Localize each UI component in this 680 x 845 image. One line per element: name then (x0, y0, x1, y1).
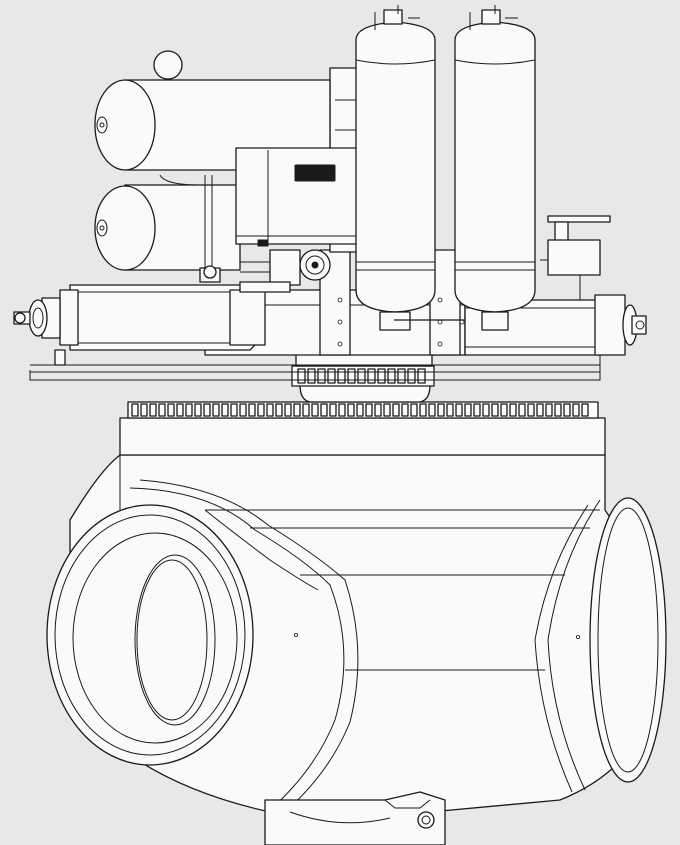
bolt-tooth (320, 403, 328, 417)
bolt-tooth (563, 403, 571, 417)
bolt-tooth (257, 403, 265, 417)
bolt-tooth (194, 403, 202, 417)
bolt-tooth (446, 403, 454, 417)
bolt-tooth (392, 403, 400, 417)
bolt-tooth (518, 403, 526, 417)
stem-adapter (291, 351, 435, 403)
left-actuator-cylinder (13, 284, 600, 373)
bolt-tooth (239, 403, 247, 417)
bolt-tooth (417, 368, 426, 384)
bolt-tooth (149, 403, 157, 417)
bolt-tooth (410, 403, 418, 417)
bolt-tooth (167, 403, 175, 417)
nitrogen-bottle-left (355, 5, 465, 331)
bolt-tooth (491, 403, 499, 417)
bolt-tooth (357, 368, 366, 384)
bolt-ring-bolts (131, 403, 589, 417)
right-actuator-cylinder (29, 294, 647, 381)
bolt-tooth (527, 403, 535, 417)
bolt-tooth (397, 368, 406, 384)
bolt-tooth (221, 403, 229, 417)
hydraulic-pump (239, 249, 331, 293)
bolt-tooth (401, 403, 409, 417)
bolt-tooth (297, 368, 306, 384)
bolt-tooth (356, 403, 364, 417)
bolt-tooth (428, 403, 436, 417)
bolt-tooth (327, 368, 336, 384)
bolt-tooth (302, 403, 310, 417)
bolt-tooth (185, 403, 193, 417)
left-end-flange (46, 504, 254, 766)
bolt-tooth (581, 403, 589, 417)
bolt-tooth (230, 403, 238, 417)
piping (159, 174, 230, 283)
bolt-tooth (482, 403, 490, 417)
accumulator-tank-lower (94, 184, 241, 271)
top-flange (119, 401, 606, 456)
bolt-tooth (317, 368, 326, 384)
bolt-tooth (365, 403, 373, 417)
bolt-tooth (473, 403, 481, 417)
bolt-tooth (419, 403, 427, 417)
bolt-tooth (266, 403, 274, 417)
bolt-tooth (545, 403, 553, 417)
bolt-tooth (347, 403, 355, 417)
bolt-tooth (212, 403, 220, 417)
bolt-tooth (377, 368, 386, 384)
bolt-tooth (338, 403, 346, 417)
bolt-tooth (337, 368, 346, 384)
bolt-tooth (131, 403, 139, 417)
control-box (235, 147, 359, 247)
bonnet-band (119, 417, 606, 456)
bolt-tooth (203, 403, 211, 417)
bolt-tooth (284, 403, 292, 417)
nitrogen-bottle-right (454, 5, 536, 331)
bolt-tooth (311, 403, 319, 417)
bolt-tooth (140, 403, 148, 417)
valve-body (46, 454, 667, 845)
manual-valve-handle (540, 215, 611, 300)
bolt-tooth (383, 403, 391, 417)
bolt-tooth (293, 403, 301, 417)
bolt-tooth (407, 368, 416, 384)
adapter-bolts (297, 368, 426, 384)
bolt-tooth (554, 403, 562, 417)
bolt-tooth (367, 368, 376, 384)
bolt-tooth (347, 368, 356, 384)
bolt-tooth (307, 368, 316, 384)
bolt-tooth (275, 403, 283, 417)
bolt-tooth (374, 403, 382, 417)
bolt-tooth (329, 403, 337, 417)
bolt-tooth (464, 403, 472, 417)
right-end-flange (589, 497, 667, 783)
bolt-tooth (437, 403, 445, 417)
bolt-tooth (176, 403, 184, 417)
bolt-tooth (536, 403, 544, 417)
bolt-tooth (387, 368, 396, 384)
bolt-tooth (572, 403, 580, 417)
bolt-tooth (509, 403, 517, 417)
bolt-tooth (455, 403, 463, 417)
bolt-tooth (500, 403, 508, 417)
bolt-tooth (158, 403, 166, 417)
bolt-tooth (248, 403, 256, 417)
